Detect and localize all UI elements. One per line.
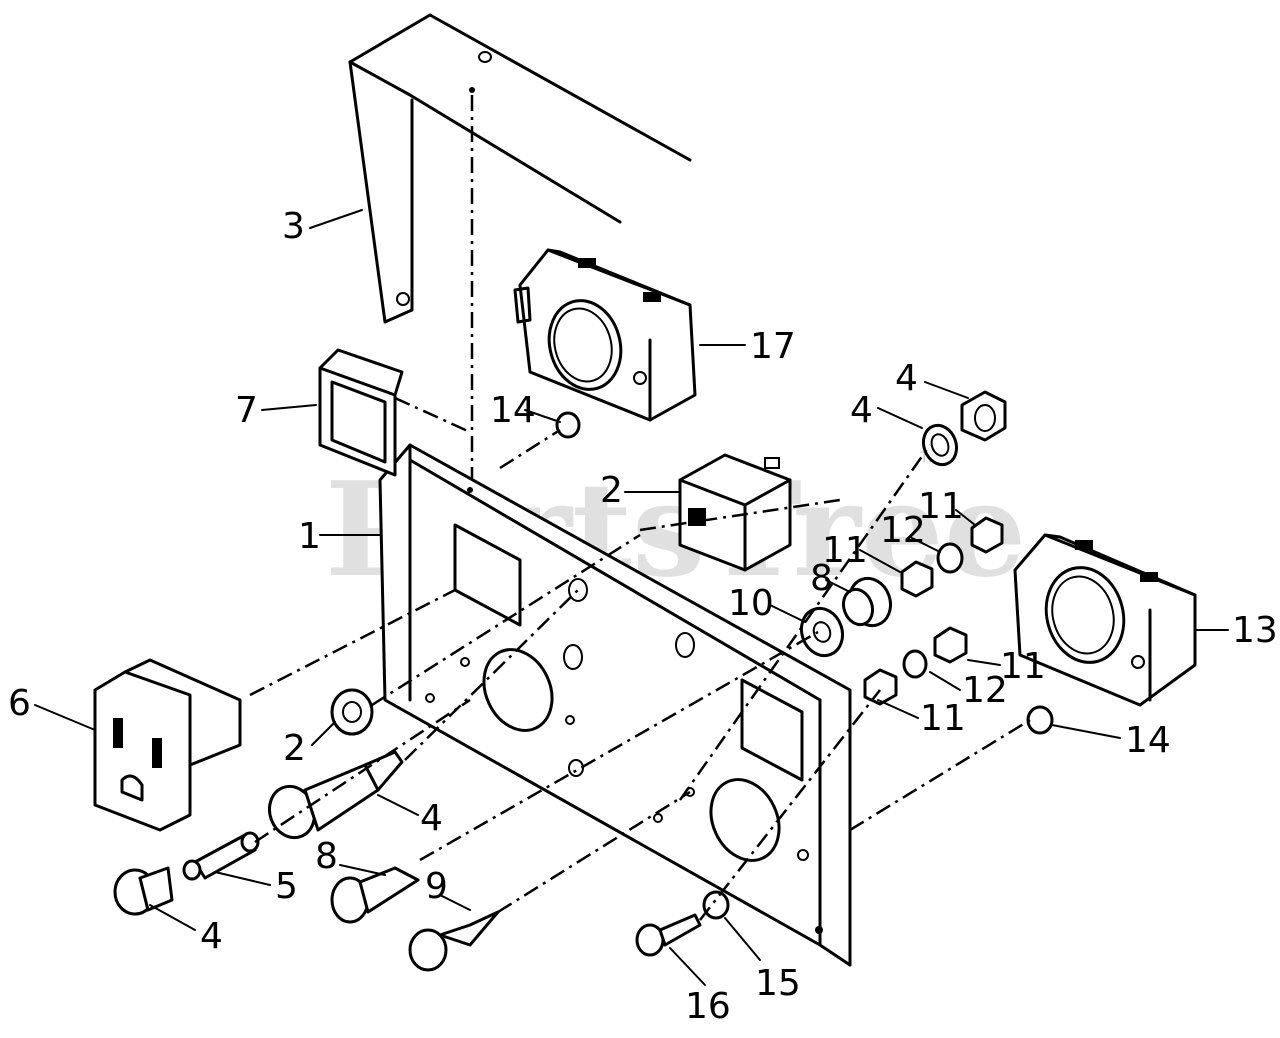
part-5-fuse bbox=[182, 831, 260, 881]
callout-16: 16 bbox=[685, 986, 731, 1027]
part-13-receptacle bbox=[1013, 533, 1197, 707]
leader-lines bbox=[34, 209, 1229, 986]
part-4-fuse-cap bbox=[113, 866, 174, 916]
part-11-nut-d bbox=[863, 668, 898, 706]
callout-11-d: 11 bbox=[920, 698, 966, 739]
callout-13: 13 bbox=[1232, 610, 1278, 651]
callout-9: 9 bbox=[425, 866, 448, 907]
callout-4-nut: 4 bbox=[895, 358, 918, 399]
callout-2-switch: 2 bbox=[600, 470, 623, 511]
part-3-bracket bbox=[348, 13, 692, 324]
callout-11-b: 11 bbox=[822, 530, 868, 571]
alignment-lines bbox=[249, 396, 1031, 921]
callout-8-upper: 8 bbox=[810, 558, 833, 599]
callout-15: 15 bbox=[755, 963, 801, 1004]
part-12-washer-a bbox=[936, 542, 964, 574]
callout-3: 3 bbox=[282, 206, 305, 247]
callout-2-grommet: 2 bbox=[283, 728, 306, 769]
callout-8-lower: 8 bbox=[315, 836, 338, 877]
part-11-nut-b bbox=[900, 560, 934, 598]
part-11-nut-c bbox=[933, 626, 968, 664]
part-4-nut bbox=[960, 390, 1007, 442]
callout-7: 7 bbox=[235, 390, 258, 431]
part-1-control-panel bbox=[378, 443, 852, 967]
callout-11-c: 11 bbox=[1000, 646, 1046, 687]
part-11-nut-a bbox=[970, 516, 1004, 554]
part-16-screw bbox=[635, 913, 702, 957]
callout-11-a: 11 bbox=[918, 486, 964, 527]
part-12-washer-b bbox=[902, 649, 928, 679]
part-14-lower-spacer bbox=[1026, 705, 1054, 735]
callout-17: 17 bbox=[750, 326, 796, 367]
callout-12-b: 12 bbox=[962, 670, 1008, 711]
callout-6: 6 bbox=[8, 683, 31, 724]
part-8-bushing bbox=[841, 576, 893, 628]
callout-4-cap: 4 bbox=[200, 916, 223, 957]
callout-14-upper: 14 bbox=[490, 390, 536, 431]
callout-10: 10 bbox=[728, 583, 774, 624]
part-7-gasket bbox=[318, 348, 404, 477]
callout-labels: 3 7 1 17 14 2 4 4 11 12 11 8 10 13 11 12… bbox=[8, 206, 1278, 1027]
part-10-washer bbox=[799, 606, 845, 658]
part-14-upper-spacer bbox=[555, 411, 581, 439]
callout-5: 5 bbox=[275, 866, 298, 907]
callout-14-lower: 14 bbox=[1125, 720, 1171, 761]
callout-4-washer: 4 bbox=[850, 390, 873, 431]
callout-1: 1 bbox=[298, 516, 321, 557]
part-2-grommet bbox=[330, 688, 374, 736]
part-2-switch bbox=[678, 453, 792, 572]
callout-12-a: 12 bbox=[880, 510, 926, 551]
part-6-outlet bbox=[93, 658, 242, 832]
callout-4-holder: 4 bbox=[420, 798, 443, 839]
part-8-bushing-lower bbox=[330, 866, 420, 924]
part-17-receptacle bbox=[513, 248, 697, 422]
part-9-screw bbox=[408, 910, 500, 972]
part-15-washer bbox=[702, 890, 730, 920]
part-4-fuse-holder bbox=[267, 750, 404, 840]
